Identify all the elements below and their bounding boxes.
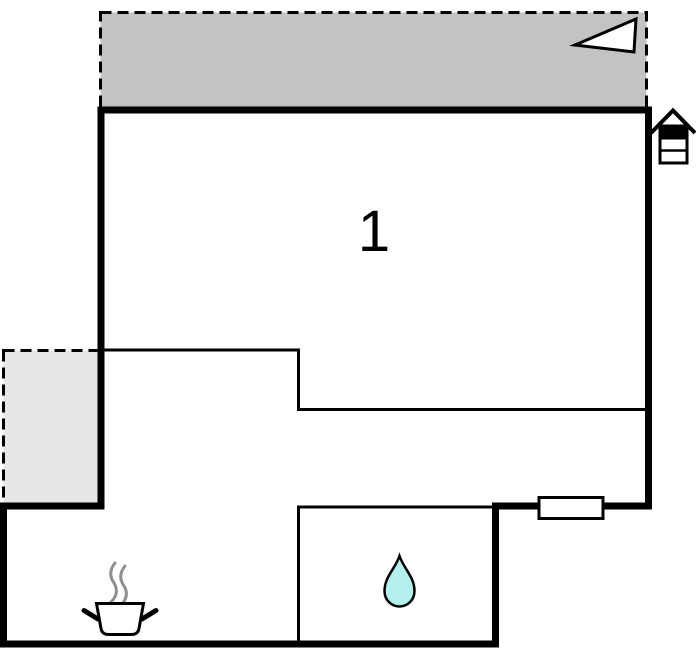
window-symbol [537,496,605,520]
pot-body [94,602,146,636]
interior-wall-bathroom [297,505,496,644]
annex-area [2,349,101,508]
terrace-area [99,11,648,110]
exterior-walls [0,106,652,648]
well-roof [649,107,696,135]
well-roof-band [658,124,689,140]
room-label: 1 [358,199,390,264]
pot-handle-right [139,608,159,622]
well-icon [649,107,696,165]
steam-icon [119,564,128,607]
direction-arrow-icon [569,16,638,54]
interior-wall-room1 [101,348,649,411]
steam-icon [109,561,118,604]
cooking-pot-icon [81,561,159,636]
water-drop-icon [383,552,416,608]
pot-handle-left [81,608,101,622]
